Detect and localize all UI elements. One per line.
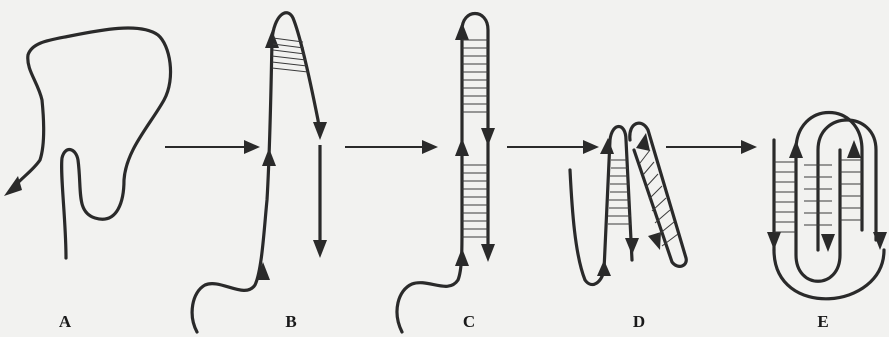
- panel-label-a: A: [50, 312, 80, 332]
- panel-label-c: C: [454, 312, 484, 332]
- panel-label-d: D: [624, 312, 654, 332]
- panel-c-beta-hairpin: [397, 14, 495, 333]
- chain-end-arrow: [4, 176, 22, 196]
- panel-label-e: E: [808, 312, 838, 332]
- panel-b-hairpin-forming: [192, 13, 327, 332]
- panel-e-beta-sheet: [767, 113, 887, 299]
- hydrogen-bonds-c: [462, 40, 488, 237]
- panel-a-random-coil: [4, 28, 171, 258]
- panel-label-b: B: [276, 312, 306, 332]
